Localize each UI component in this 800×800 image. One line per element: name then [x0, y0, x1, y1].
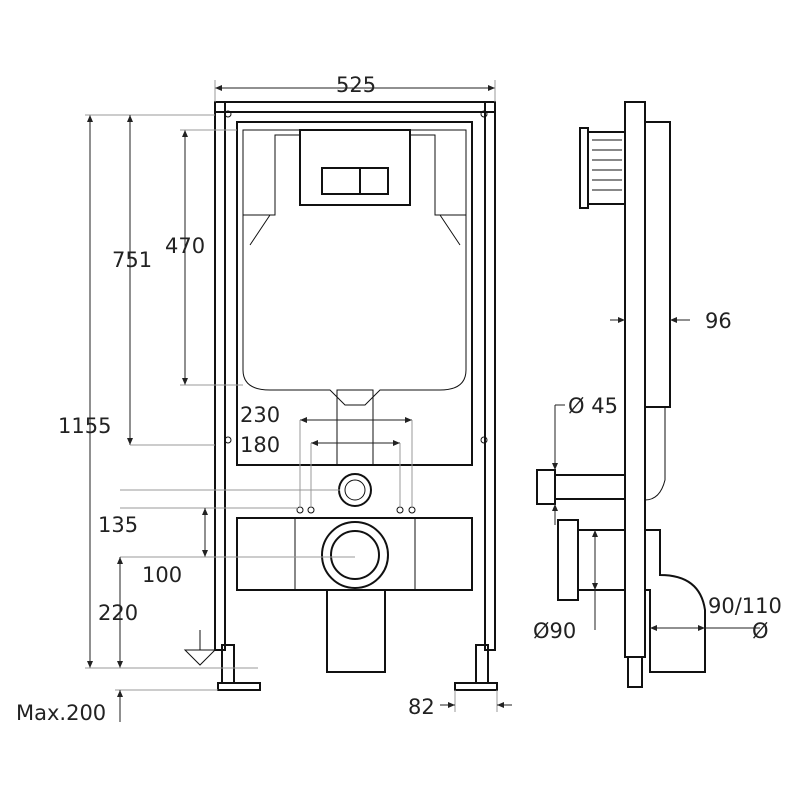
frame-top-bar [214, 101, 496, 113]
dim-230: 230 [240, 403, 280, 427]
flush-buttons [321, 167, 389, 195]
side-flush-plate [579, 127, 589, 209]
dim-max-200: Max.200 [16, 701, 106, 725]
dim-flush-pipe-diameter: Ø 45 [568, 394, 618, 418]
dim-220: 220 [98, 601, 138, 625]
drain-pipe [326, 589, 386, 673]
side-dimensions: 96 Ø 45 Ø90 90/110 Ø [533, 309, 782, 643]
side-frame-panel [624, 101, 646, 658]
dim-1155: 1155 [58, 414, 111, 438]
drain-outlet [321, 521, 389, 589]
dim-100: 100 [142, 563, 182, 587]
flush-plate [299, 129, 411, 206]
dim-96: 96 [705, 309, 732, 333]
side-tank [644, 121, 671, 408]
front-view [183, 101, 498, 691]
dim-525: 525 [336, 73, 376, 97]
dim-82: 82 [408, 695, 435, 719]
frame-left-post [214, 101, 226, 651]
side-drain-pipe [557, 519, 579, 601]
dim-outlet-diameter-symbol: Ø [752, 619, 769, 643]
right-foot [454, 682, 498, 691]
dim-drain-diameter: Ø90 [533, 619, 576, 643]
dim-135: 135 [98, 513, 138, 537]
front-dimensions: 525 1155 751 470 230 180 135 100 220 Max… [16, 73, 512, 725]
dim-751: 751 [112, 248, 152, 272]
side-view [536, 101, 706, 688]
left-foot [217, 682, 261, 691]
dim-470: 470 [165, 234, 205, 258]
side-flush-pipe [554, 474, 626, 500]
frame-right-post [484, 101, 496, 651]
flush-pipe-outlet [338, 473, 372, 507]
dim-180: 180 [240, 433, 280, 457]
dim-outlet-diameter: 90/110 [708, 594, 782, 618]
